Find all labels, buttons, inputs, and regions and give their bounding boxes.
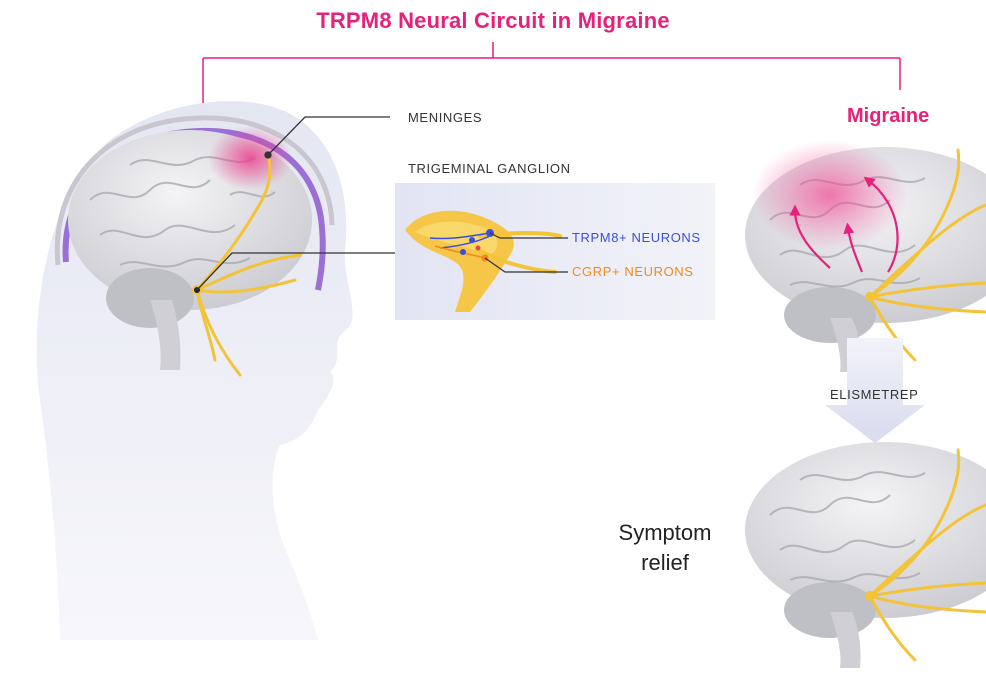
meninges-label: MENINGES <box>408 110 482 125</box>
title-bracket <box>203 42 900 108</box>
symptom-relief-label: Symptom relief <box>605 518 725 578</box>
migraine-cerebellum <box>784 287 876 343</box>
relief-cerebrum <box>745 442 986 618</box>
ganglion-panel <box>395 183 715 320</box>
migraine-label: Migraine <box>847 105 929 128</box>
migraine-hotspot <box>752 140 908 250</box>
trigeminal-ganglion-label: TRIGEMINAL GANGLION <box>408 161 571 176</box>
trpm8-neurons-label: TRPM8+ NEURONS <box>572 230 701 245</box>
diagram-title: TRPM8 Neural Circuit in Migraine <box>0 8 986 34</box>
cgrp-neurons-label: CGRP+ NEURONS <box>572 264 694 279</box>
relief-cerebellum <box>784 582 876 638</box>
meninges-hotspot <box>208 126 292 190</box>
right-brain-relief <box>745 442 986 668</box>
right-brain-migraine <box>745 140 986 372</box>
left-brain-cerebellum <box>106 268 194 328</box>
treatment-label: ELISMETREP <box>830 387 918 402</box>
